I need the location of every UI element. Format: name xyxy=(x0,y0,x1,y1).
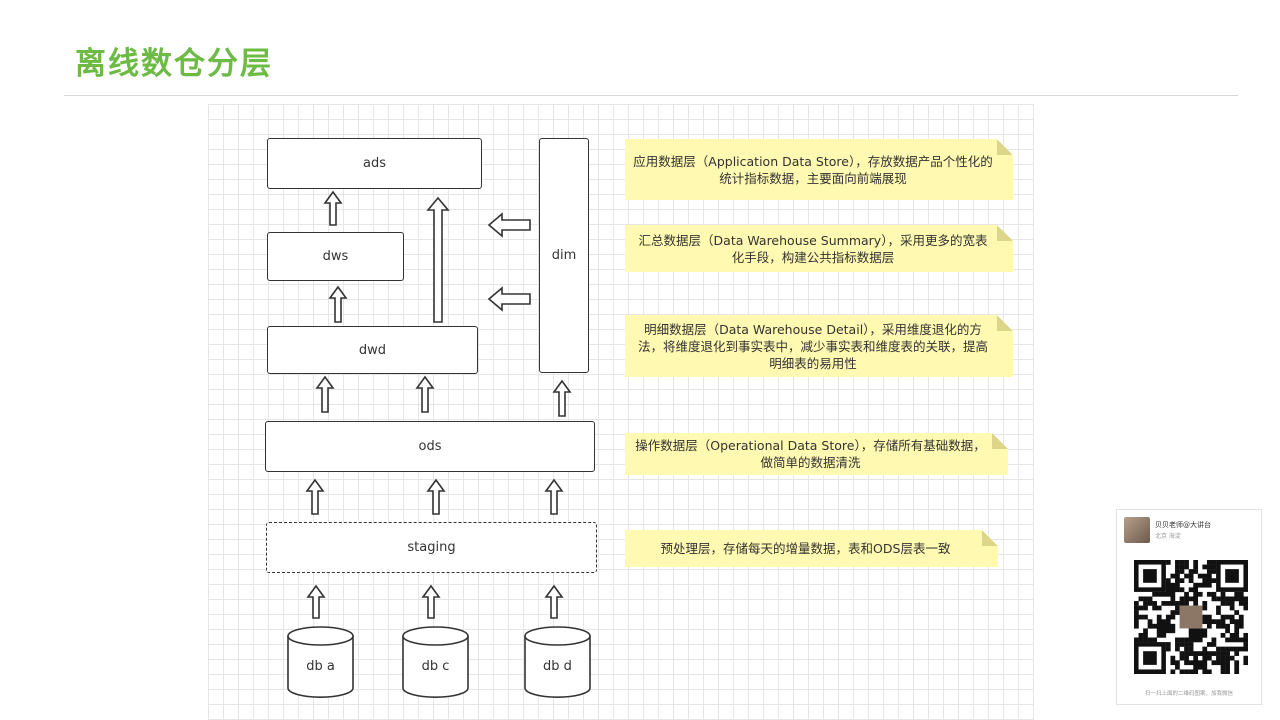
layer-dim: dim xyxy=(539,138,589,373)
database-icon xyxy=(524,626,591,698)
qr-contact-location: 北京 海淀 xyxy=(1155,533,1181,540)
qr-contact-name: 贝贝老师@大讲台 xyxy=(1155,521,1211,529)
note-text: 明细数据层（Data Warehouse Detail），采用维度退化的方法，将… xyxy=(637,321,988,371)
database-icon xyxy=(402,626,469,698)
note-dws: 汇总数据层（Data Warehouse Summary），采用更多的宽表化手段… xyxy=(625,225,1013,272)
wechat-qr-card: 贝贝老师@大讲台 北京 海淀 扫一扫上面的二维码图案，加我微信 xyxy=(1116,509,1262,705)
arrow-ods-to-dwd-2 xyxy=(415,375,435,413)
database-label: db a xyxy=(306,659,335,674)
arrow-layer xyxy=(305,190,572,619)
title-divider xyxy=(64,95,1238,96)
avatar xyxy=(1124,517,1150,543)
arrow-dbs-to-staging-2 xyxy=(421,584,441,619)
arrow-staging-to-ods-2 xyxy=(426,478,446,515)
note-staging: 预处理层，存储每天的增量数据，表和ODS层表一致 xyxy=(625,530,998,567)
arrow-dwd-to-dws xyxy=(328,285,348,323)
qr-code-icon xyxy=(1134,560,1248,674)
arrow-dim-to-ads xyxy=(487,212,531,238)
database-db-a: db a xyxy=(287,625,354,701)
arrow-dwd-to-ads xyxy=(426,196,450,323)
layer-ods: ods xyxy=(265,421,595,472)
arrow-dbs-to-staging-1 xyxy=(306,584,326,619)
note-ads: 应用数据层（Application Data Store），存放数据产品个性化的… xyxy=(625,139,1013,200)
arrow-ods-to-dwd-1 xyxy=(315,375,335,413)
database-icon xyxy=(287,626,354,698)
note-text: 汇总数据层（Data Warehouse Summary），采用更多的宽表化手段… xyxy=(638,232,988,265)
note-text: 操作数据层（Operational Data Store），存储所有基础数据，做… xyxy=(635,438,986,470)
layer-dws: dws xyxy=(267,232,404,281)
diagram-canvas: ads dws dwd ods staging dim db a db c db… xyxy=(208,104,1034,720)
layer-staging: staging xyxy=(266,522,597,573)
arrow-staging-to-ods-3 xyxy=(544,478,564,515)
note-text: 应用数据层（Application Data Store），存放数据产品个性化的… xyxy=(633,153,993,186)
database-label: db c xyxy=(421,659,450,674)
database-label: db d xyxy=(543,659,572,674)
note-ods: 操作数据层（Operational Data Store），存储所有基础数据，做… xyxy=(625,433,1008,475)
database-db-d: db d xyxy=(524,625,591,701)
note-dwd: 明细数据层（Data Warehouse Detail），采用维度退化的方法，将… xyxy=(625,315,1013,377)
arrow-ods-to-dim xyxy=(552,379,572,417)
arrow-staging-to-ods-1 xyxy=(305,478,325,515)
arrow-dbs-to-staging-3 xyxy=(544,584,564,619)
note-text: 预处理层，存储每天的增量数据，表和ODS层表一致 xyxy=(660,541,951,556)
arrow-dws-to-ads xyxy=(323,190,343,226)
layer-ads: ads xyxy=(267,138,482,189)
arrow-dim-to-dwd xyxy=(487,286,531,312)
qr-caption: 扫一扫上面的二维码图案，加我微信 xyxy=(1144,691,1233,697)
page-title: 离线数仓分层 xyxy=(75,46,273,82)
database-db-c: db c xyxy=(402,625,469,701)
layer-dwd: dwd xyxy=(267,326,478,374)
